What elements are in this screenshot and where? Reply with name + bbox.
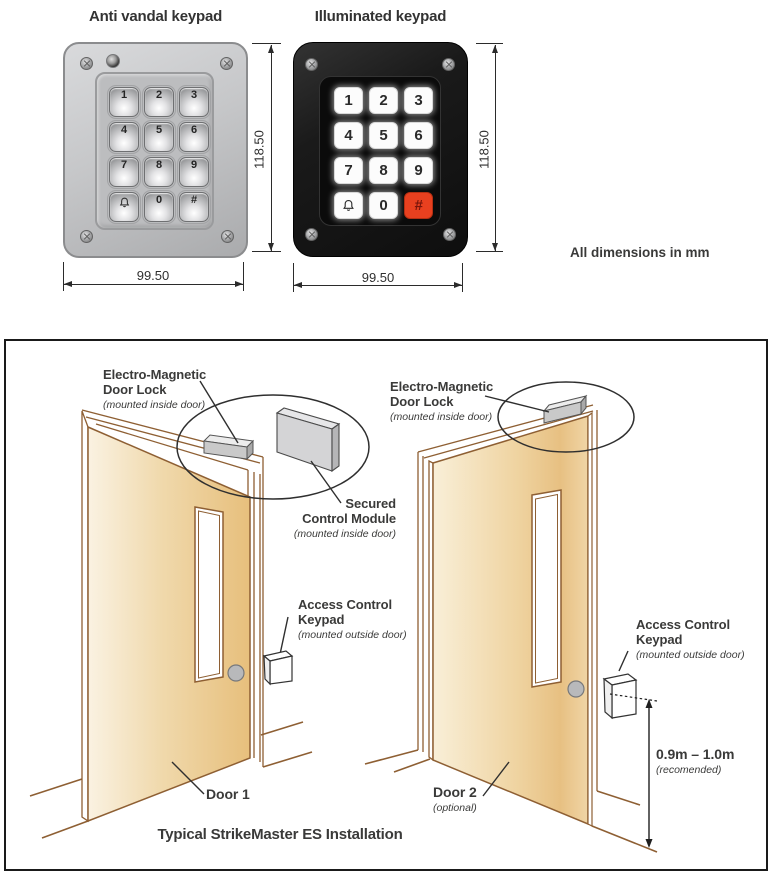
door2-window-inner xyxy=(535,493,558,684)
screw-icon xyxy=(305,58,318,71)
key-bell xyxy=(334,192,363,219)
door1-leaf xyxy=(87,425,251,823)
key-9: 9 xyxy=(404,157,433,184)
anti-vandal-title: Anti vandal keypad xyxy=(88,8,223,25)
dim-tick xyxy=(476,43,503,45)
dim-arrow xyxy=(235,281,243,287)
dim-line-height-av xyxy=(271,45,273,251)
key-5: 5 xyxy=(369,122,398,149)
door1-control-module xyxy=(275,407,341,473)
door1-access-keypad xyxy=(262,650,294,686)
secured-module-label: Secured Control Module (mounted inside d… xyxy=(293,496,396,540)
key-1: 1 xyxy=(334,87,363,114)
key-2: 2 xyxy=(141,84,177,120)
dim-line-width-il xyxy=(294,285,462,287)
mount-height-label: 0.9m – 1.0m (recomended) xyxy=(656,746,735,776)
key-8: 8 xyxy=(141,154,177,190)
screw-icon xyxy=(80,57,93,70)
dimensions-note: All dimensions in mm xyxy=(570,245,710,260)
key-hash: # xyxy=(176,189,212,225)
dim-label-width-av: 99.50 xyxy=(136,268,170,283)
anti-vandal-keypad: 1 2 3 4 5 6 7 8 9 0 # xyxy=(63,42,248,258)
dim-arrow xyxy=(492,45,498,53)
door1-window-inner xyxy=(198,510,220,679)
dim-tick xyxy=(252,43,281,45)
dim-line-height-il xyxy=(495,45,497,251)
dim-line-width-av xyxy=(64,284,243,286)
key-3: 3 xyxy=(404,87,433,114)
key-2: 2 xyxy=(369,87,398,114)
screw-icon xyxy=(220,57,233,70)
screw-icon xyxy=(442,58,455,71)
screw-icon xyxy=(221,230,234,243)
key-4: 4 xyxy=(334,122,363,149)
key-4: 4 xyxy=(106,119,142,155)
key-7: 7 xyxy=(334,157,363,184)
door1-emlock-label: Electro-Magnetic Door Lock (mounted insi… xyxy=(103,367,207,411)
bell-icon xyxy=(343,199,354,211)
key-0: 0 xyxy=(369,192,398,219)
screw-icon xyxy=(443,228,456,241)
dim-arrow xyxy=(492,243,498,251)
dim-tick xyxy=(63,262,65,291)
door1-maglock xyxy=(202,434,255,461)
door2-leaf xyxy=(432,414,589,826)
dim-tick xyxy=(243,262,245,291)
key-1: 1 xyxy=(106,84,142,120)
key-8: 8 xyxy=(369,157,398,184)
door2-knob xyxy=(567,680,585,698)
dim-arrow xyxy=(268,243,274,251)
door1-label: Door 1 xyxy=(206,786,250,802)
led-indicator-icon xyxy=(106,54,120,68)
dim-label-width-il: 99.50 xyxy=(361,270,395,285)
key-bell xyxy=(106,189,142,225)
door2-maglock xyxy=(542,394,588,424)
dim-arrow xyxy=(454,282,462,288)
key-6: 6 xyxy=(176,119,212,155)
key-9: 9 xyxy=(176,154,212,190)
dim-arrow xyxy=(64,281,72,287)
door2-access-keypad xyxy=(602,673,638,720)
door2-label: Door 2 (optional) xyxy=(433,784,477,814)
door1-callout-ellipse xyxy=(176,394,370,500)
screw-icon xyxy=(80,230,93,243)
dim-arrow xyxy=(268,45,274,53)
key-5: 5 xyxy=(141,119,177,155)
door1-access-keypad-label: Access Control Keypad (mounted outside d… xyxy=(298,597,407,641)
mount-height-arrow xyxy=(645,699,653,848)
anti-vandal-key-panel: 1 2 3 4 5 6 7 8 9 0 # xyxy=(95,72,214,230)
door2-edge-right xyxy=(587,411,593,827)
dim-tick xyxy=(293,263,295,292)
illuminated-title: Illuminated keypad xyxy=(314,8,447,25)
key-6: 6 xyxy=(404,122,433,149)
door1-edge xyxy=(81,410,89,823)
door2-callout-ellipse xyxy=(497,381,635,453)
dim-arrow xyxy=(294,282,302,288)
door2-leader-lines xyxy=(482,395,629,797)
key-3: 3 xyxy=(176,84,212,120)
screw-icon xyxy=(305,228,318,241)
door2-emlock-label: Electro-Magnetic Door Lock (mounted insi… xyxy=(390,379,494,423)
door1-leader-lines xyxy=(171,380,342,795)
key-7: 7 xyxy=(106,154,142,190)
key-hash: # xyxy=(404,192,433,219)
bell-icon xyxy=(119,197,129,208)
door2-access-keypad-label: Access Control Keypad (mounted outside d… xyxy=(636,617,745,661)
dim-tick xyxy=(252,251,281,253)
illuminated-key-panel: 1 2 3 4 5 6 7 8 9 0 # xyxy=(319,76,441,226)
dim-tick xyxy=(476,251,503,253)
key-0: 0 xyxy=(141,189,177,225)
door1-knob xyxy=(227,664,245,682)
illuminated-keypad: 1 2 3 4 5 6 7 8 9 0 # xyxy=(293,42,468,257)
diagram-caption: Typical StrikeMaster ES Installation xyxy=(157,826,403,843)
dim-tick xyxy=(462,263,464,292)
door2-group xyxy=(364,404,658,853)
